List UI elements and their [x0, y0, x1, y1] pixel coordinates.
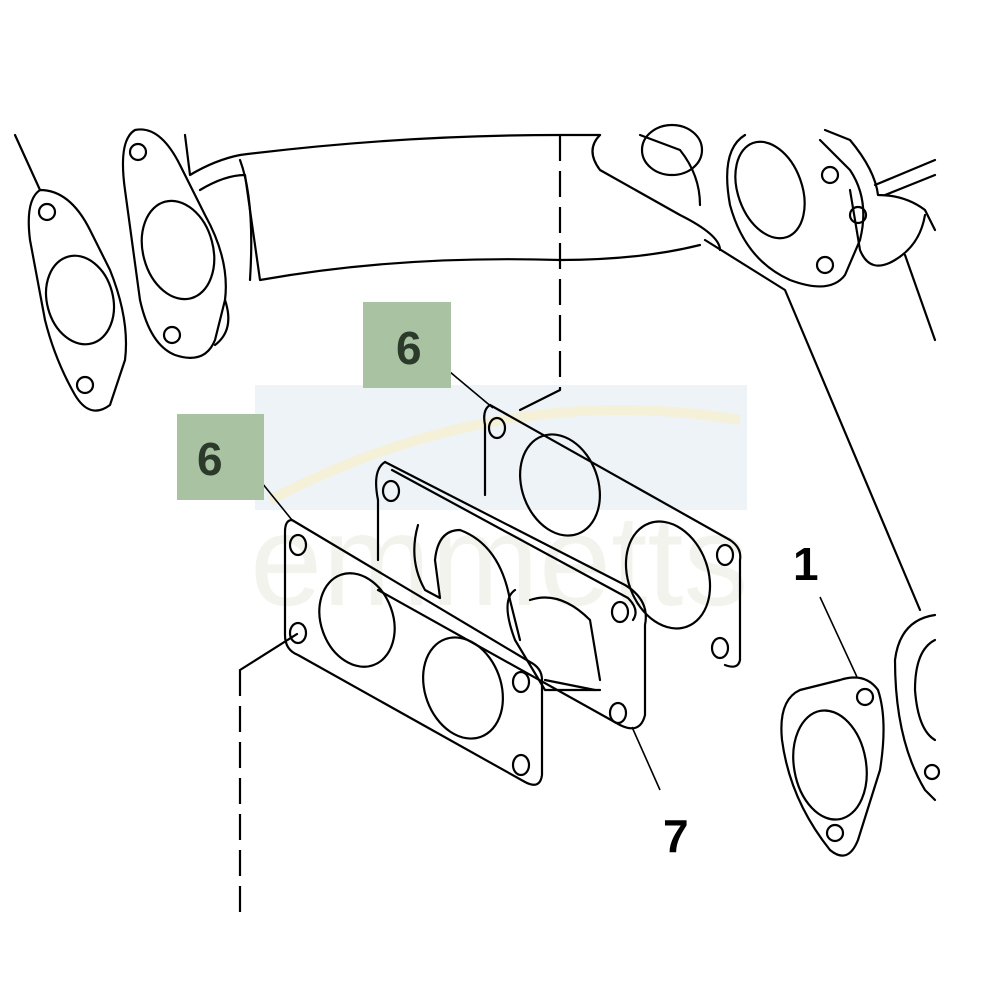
- exhaust-manifold-left: [13, 128, 702, 412]
- leader-line: [819, 596, 858, 678]
- leader-line: [261, 482, 293, 521]
- callout-label-1: 1: [793, 538, 819, 590]
- heat-shield-gasket: [375, 460, 647, 730]
- callout-label-7: 7: [663, 810, 689, 862]
- callout-label: 6: [197, 433, 223, 485]
- callout-gasket-rear: 6: [363, 302, 451, 388]
- front-gasket: [283, 518, 544, 786]
- watermark: emmetts: [250, 385, 748, 633]
- manifold-gasket-right: [780, 676, 885, 857]
- callout-gasket-front: 6: [177, 414, 264, 500]
- watermark-text: emmetts: [250, 487, 748, 633]
- leader-line: [449, 371, 494, 409]
- callout-label: 6: [396, 322, 422, 374]
- exhaust-manifold-right: [591, 123, 941, 802]
- leader-line: [631, 726, 661, 791]
